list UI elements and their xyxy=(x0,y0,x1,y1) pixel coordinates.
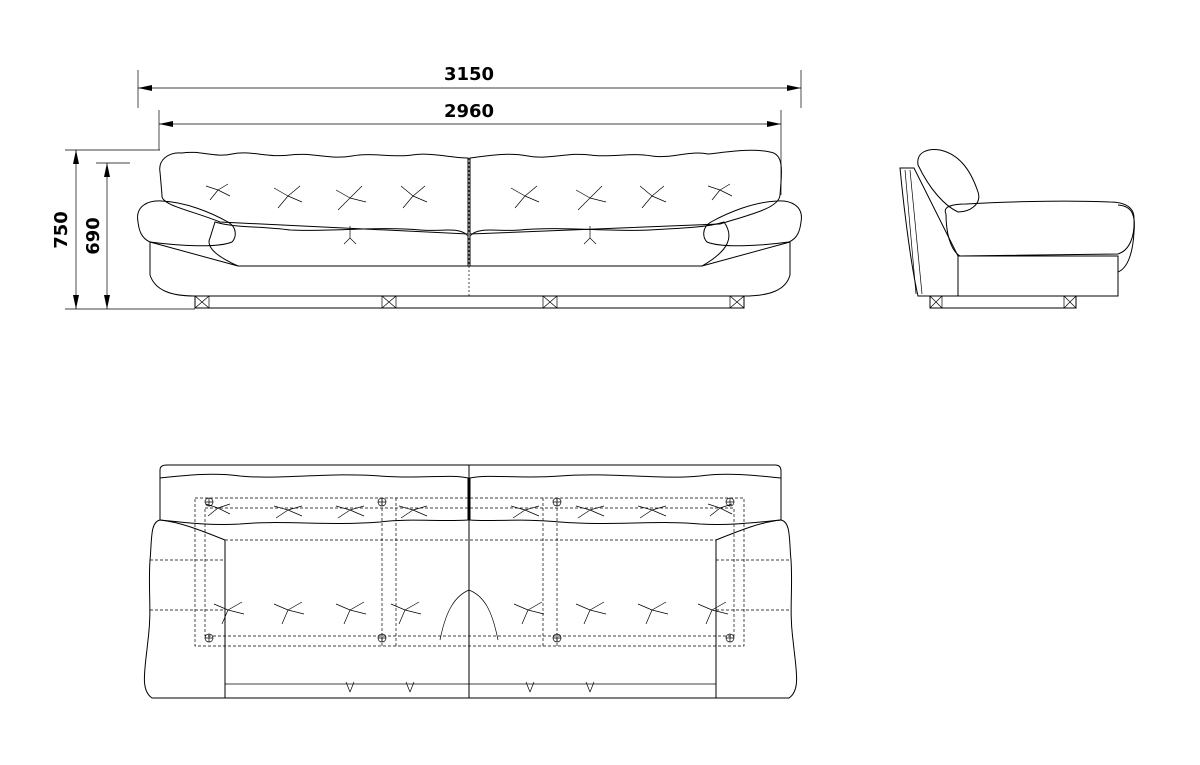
arrowhead-icon xyxy=(104,163,110,177)
arrowhead-icon xyxy=(104,295,110,309)
seat-width-label: 2960 xyxy=(444,101,494,122)
top-arm-right xyxy=(715,519,798,699)
arrowhead-icon xyxy=(159,121,173,127)
dimension-total-width: 3150 xyxy=(137,64,802,108)
back-height-label: 690 xyxy=(83,217,104,255)
side-back-frame xyxy=(899,167,959,297)
backrest-left xyxy=(159,151,469,235)
tuft-icon xyxy=(205,183,733,245)
side-seat-cushion xyxy=(944,200,1135,257)
foot-icon xyxy=(204,497,735,643)
side-seat-front xyxy=(1117,204,1135,273)
arrowhead-icon xyxy=(73,150,79,164)
backrest-right xyxy=(469,149,782,235)
armrest-left xyxy=(137,200,236,247)
side-back-cushion xyxy=(917,149,980,213)
front-view xyxy=(137,149,802,309)
side-plinth xyxy=(929,295,1077,309)
frame-outline xyxy=(194,497,745,647)
top-view xyxy=(143,464,798,699)
seat-cushion-right xyxy=(469,221,730,267)
top-backrest-right xyxy=(469,473,782,526)
top-backrest-left xyxy=(159,473,469,526)
dimension-back-height: 690 xyxy=(83,162,130,309)
arrowhead-icon xyxy=(138,85,152,91)
side-view xyxy=(899,149,1135,309)
tuft-icon xyxy=(205,503,733,693)
total-width-label: 3150 xyxy=(444,64,494,85)
dimension-total-height: 750 xyxy=(51,149,195,310)
total-height-label: 750 xyxy=(51,211,72,249)
plinth xyxy=(194,295,745,309)
arrowhead-icon xyxy=(787,85,801,91)
arrowhead-icon xyxy=(767,121,781,127)
top-back-edge xyxy=(159,464,782,478)
foot-icon xyxy=(929,295,1077,309)
seat-cushion-left xyxy=(208,221,469,267)
dimension-seat-width: 2960 xyxy=(158,101,782,195)
arrowhead-icon xyxy=(73,295,79,309)
side-base xyxy=(958,255,1119,297)
top-arm-left xyxy=(143,519,226,699)
foot-icon xyxy=(194,295,745,309)
